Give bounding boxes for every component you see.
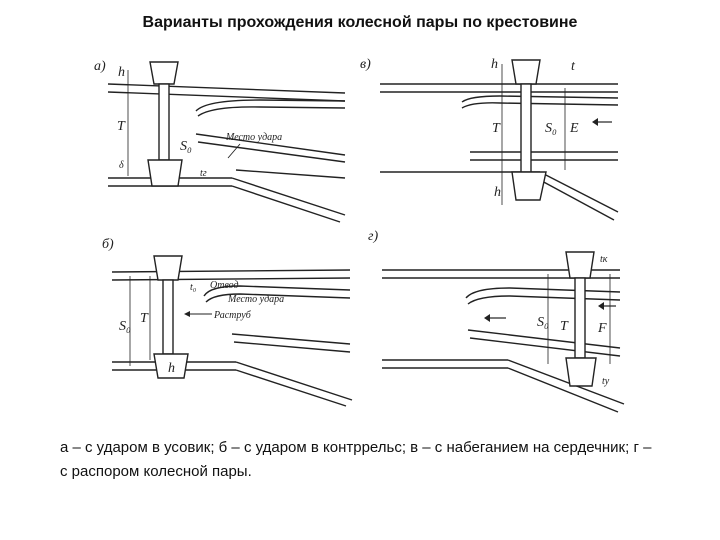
dim-S0-label: S₀	[537, 315, 549, 330]
dim-t-label: t	[571, 59, 576, 74]
dim-S0-label: S₀	[119, 319, 131, 334]
check-rail-edge	[205, 293, 351, 303]
diverging-rail	[507, 359, 625, 405]
diverging-rail-edge	[231, 185, 341, 223]
dim-h-label: h	[168, 361, 175, 376]
dim-h-label: h	[118, 65, 125, 80]
arrow-head	[592, 118, 598, 126]
diverging-rail	[235, 361, 353, 401]
panel-v: в) h t T S₀ E h	[360, 57, 619, 221]
frog-nose-edge	[233, 341, 351, 353]
wing-rail-upper-edge	[197, 106, 346, 117]
panel-v-label: в)	[360, 57, 371, 72]
arrow-head-1	[484, 314, 490, 322]
wing-rail-lower	[235, 169, 346, 179]
panel-b: б) t₀ S₀ T h Отвод Место удара Раструб	[102, 237, 353, 407]
wing-rail-upper	[461, 95, 619, 103]
panel-b-label: б)	[102, 237, 114, 252]
dim-F-label: F	[597, 321, 607, 336]
dim-t0-label: t₀	[190, 282, 197, 293]
arrow-head	[184, 311, 190, 317]
diverging-rail-edge	[539, 179, 615, 221]
rail-top-edge	[107, 91, 346, 102]
dim-tk-label: tк	[600, 254, 608, 265]
wheel-top	[511, 59, 541, 85]
dim-tr-label: tг	[200, 168, 207, 179]
panel-g-label: г)	[368, 229, 378, 244]
axle	[162, 279, 174, 355]
dim-E-label: E	[569, 121, 579, 136]
wheel-top	[565, 251, 595, 279]
panel-g: г) tк S₀ T F tу	[368, 229, 625, 413]
dim-h-top: h	[491, 57, 498, 72]
axle	[158, 83, 170, 161]
wheel-bottom	[153, 353, 189, 379]
frog-nose-line	[195, 133, 346, 156]
diverging-rail	[231, 177, 346, 216]
dim-T-label: T	[140, 311, 149, 326]
panel-a: а) h T δ S₀ tг Место удара	[94, 59, 346, 223]
axle	[574, 277, 586, 359]
dim-T-label: T	[492, 121, 501, 136]
diverging-rail	[539, 171, 619, 213]
wheel-bottom	[511, 171, 547, 201]
wheel-top	[149, 61, 179, 85]
dim-T-label: T	[117, 119, 126, 134]
dim-delta-label: δ	[119, 160, 124, 171]
note-impact-b: Место удара	[227, 294, 284, 305]
note-impact-a: Место удара	[225, 132, 282, 143]
diverging-rail-edge	[235, 369, 347, 407]
wheel-bottom	[565, 357, 597, 387]
dim-S0-label: S₀	[545, 121, 557, 136]
dim-S0-label: S₀	[180, 139, 192, 154]
rail-top-edge	[111, 277, 351, 281]
dim-h-bottom: h	[494, 185, 501, 200]
diverging-rail-edge	[507, 367, 619, 413]
panel-a-label: а)	[94, 59, 106, 74]
note-rastrub: Раструб	[213, 310, 252, 321]
caption: а – с ударом в усовик; б – с ударом в ко…	[60, 439, 652, 480]
note-otvod: Отвод	[210, 280, 239, 291]
rail-top	[107, 83, 346, 94]
wing-rail-upper-edge	[461, 102, 619, 109]
impact-arrow-a	[227, 143, 241, 159]
wing-rail-upper	[195, 99, 346, 112]
frog-nose-edge	[469, 337, 621, 357]
check-rail	[203, 285, 351, 297]
wheel-bottom	[147, 159, 183, 187]
check-rail	[465, 287, 621, 299]
rail-top	[111, 269, 351, 273]
dim-T-label: T	[560, 319, 569, 334]
arrow-head-2	[598, 302, 604, 310]
frog-nose-line	[467, 329, 621, 349]
slide-title: Варианты прохождения колесной пары по кр…	[142, 14, 578, 31]
frog-nose-line	[231, 333, 351, 345]
frog-nose-edge	[197, 141, 346, 163]
wheel-top	[153, 255, 183, 281]
axle	[520, 83, 532, 173]
check-rail-edge	[467, 295, 621, 305]
dim-ty-label: tу	[602, 376, 610, 387]
